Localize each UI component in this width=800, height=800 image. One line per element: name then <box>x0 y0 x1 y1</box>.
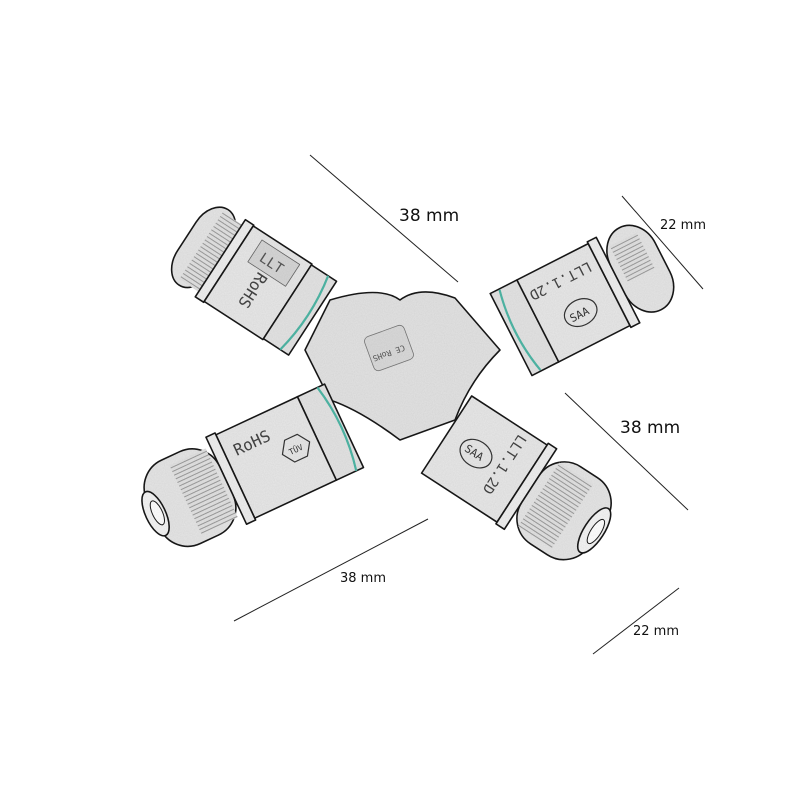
dim-line-bottom-length <box>233 518 429 622</box>
arm-upper-left: LLT RoHS <box>170 206 338 356</box>
dim-line-top-right-diameter <box>621 195 704 290</box>
dim-line-top-length <box>309 154 459 283</box>
dim-label-bottom-right-diameter: 22 mm <box>633 624 680 639</box>
dim-line-bottom-right-diameter <box>592 587 680 655</box>
center-hub: CE RoHS <box>304 291 501 441</box>
dimension-lines <box>233 154 704 655</box>
dim-label-top-right-diameter: 22 mm <box>660 218 707 233</box>
arm-lower-right: LLT.1.2D SAA <box>420 395 612 561</box>
connector-body: LLT RoHS LLT.1.2D SAA CE RoHS <box>141 206 675 561</box>
dim-line-right-length <box>564 392 689 511</box>
dim-label-bottom-length: 38 mm <box>340 571 387 586</box>
dim-label-right-length: 38 mm <box>620 418 681 438</box>
dim-label-top-length: 38 mm <box>399 206 460 226</box>
arm-lower-left: RoHS TÜV <box>141 383 365 548</box>
arm-upper-right: LLT.1.2D SAA <box>489 224 675 377</box>
